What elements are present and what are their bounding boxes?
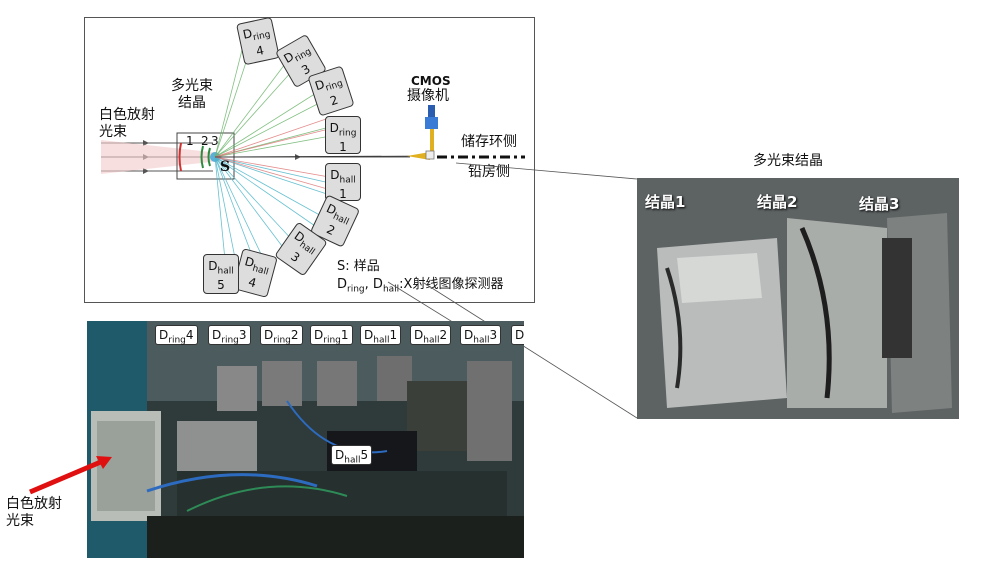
crystal-photo-art [637,178,959,419]
photo-tag-ring-2: Dring2 [260,325,303,345]
camera-label: 摄像机 [407,88,449,104]
storage-ring-side-label: 储存环侧 [461,134,517,150]
lab-photo-art [87,321,524,558]
crystal-2-arc [200,145,204,169]
crystal-1-arc [178,142,182,172]
photo-beam-label: 白色放射 光束 [6,496,62,529]
camera-body [428,105,435,117]
photo-tag-ring-1: Dring1 [310,325,353,345]
cmos-label: CMOS [411,74,451,88]
legend-detector: Dring, Dhall:X射线图像探测器 [337,277,504,295]
white-beam-label: 白色放射 光束 [99,107,155,140]
crystal-photo-label-1: 结晶1 [645,193,686,211]
photo-tag-hall-3: Dhall3 [460,325,502,345]
ring-rays [214,45,348,158]
crystal-photo-label-3: 结晶3 [859,195,900,213]
beam-arrow-3 [143,168,149,174]
photo-tag-ring-3: Dring3 [208,325,251,345]
photo-tag-ring-4: Dring4 [155,325,198,345]
red-rays [214,117,336,191]
schematic-svg [101,45,525,261]
crystal-3-arc [207,147,211,167]
crystal-number-3: 3 [211,134,219,148]
legend-sample: S: 样品 [337,259,380,274]
photo-tag-hall-5: Dhall5 [331,445,373,465]
schematic-diagram: 白色放射 光束 多光束 结晶 1 2 3 S CMOS 摄像机 储存环侧 铅房侧… [84,16,535,303]
lab-photo: Dring4 Dring3 Dring2 Dring1 Dhall1 Dhall… [87,321,524,558]
hall-rays [214,156,344,261]
hutch-side-label: 铅房侧 [468,164,510,180]
crystal-number-1: 1 [186,134,194,148]
photo-tag-hall-2: Dhall2 [410,325,452,345]
crystal-number-2: 2 [201,134,209,148]
crystal-photo: 结晶1 结晶2 结晶3 [637,178,959,419]
crystal-box [176,132,235,180]
photo-tag-hall-1: Dhall1 [360,325,402,345]
beam-red-arrow [29,458,104,495]
camera-mirror [407,152,430,160]
sample-label: S [220,159,231,175]
crystal-photo-title: 多光束结晶 [753,153,823,169]
beam-arrow-1 [143,140,149,146]
camera-mount [430,129,434,157]
crystal-photo-label-2: 结晶2 [757,193,798,211]
multibeam-crystal-label: 多光束 结晶 [171,78,213,111]
beam-band [101,140,220,174]
camera-lens [425,117,438,129]
